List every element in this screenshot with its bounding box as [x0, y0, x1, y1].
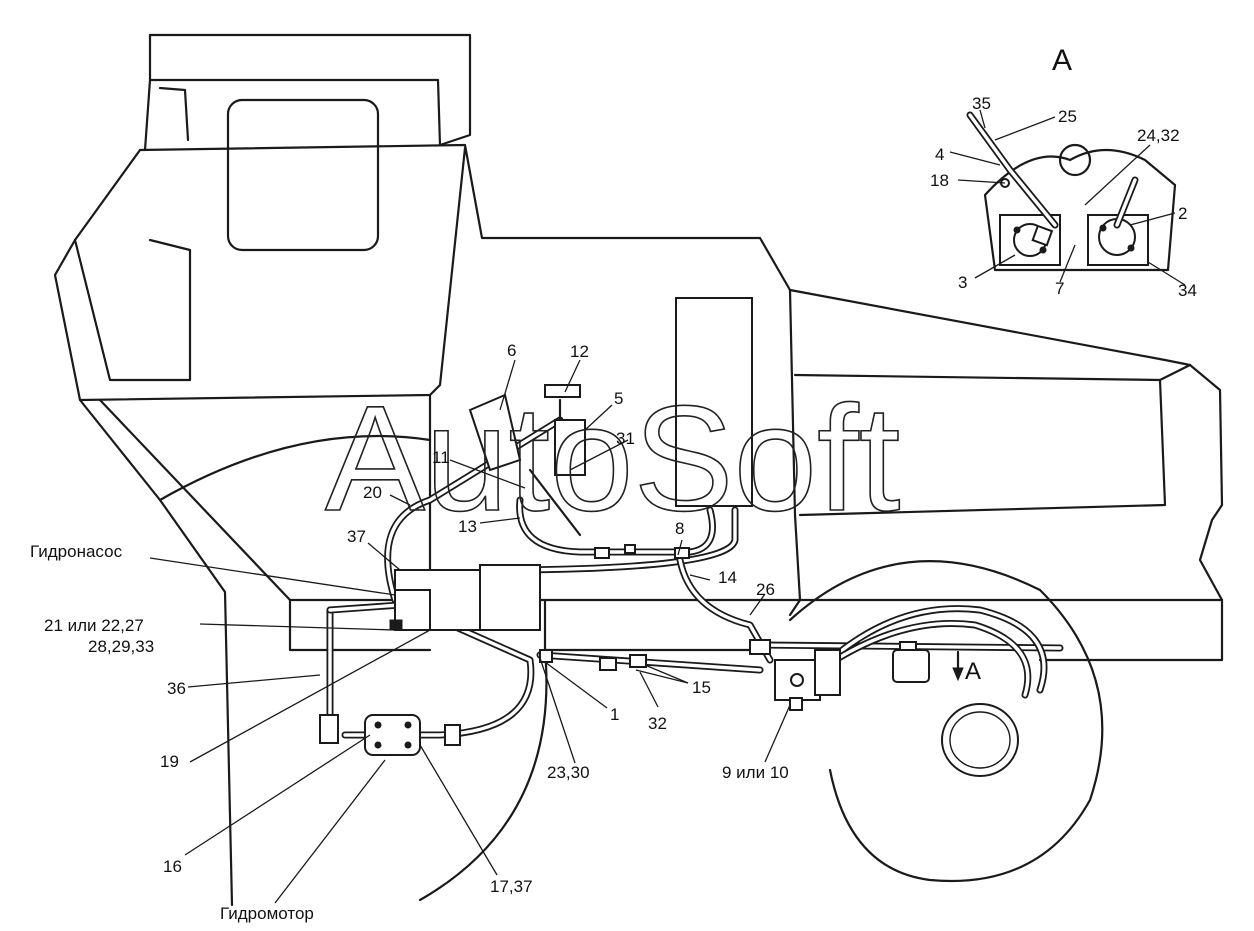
pump-assembly [389, 564, 541, 631]
rear-wheel [788, 560, 1104, 882]
label-13: 13 [458, 517, 477, 536]
label-3: 3 [958, 273, 968, 292]
hydraulic-motor [319, 714, 461, 756]
oil-tank [675, 297, 753, 507]
label-12: 12 [570, 342, 589, 361]
hoses [326, 416, 1064, 739]
label-23-30: 23,30 [547, 763, 590, 782]
label-8: 8 [675, 519, 685, 538]
label-19: 19 [160, 752, 179, 771]
hopper-body [288, 288, 1224, 662]
label-26: 26 [756, 580, 775, 599]
label-1: 1 [610, 705, 620, 724]
label-16: 16 [163, 857, 182, 876]
filter-assembly [468, 384, 586, 537]
view-a-arrow-label: A [965, 658, 982, 685]
label-34: 34 [1178, 281, 1197, 300]
view-a-title: A [1052, 44, 1073, 77]
label-6: 6 [507, 341, 517, 360]
label-2: 2 [1178, 204, 1188, 223]
label-36: 36 [167, 679, 186, 698]
leader-lines [149, 109, 1186, 904]
label-37-top: 37 [347, 527, 366, 546]
label-11: 11 [432, 448, 450, 467]
cab-outline [53, 33, 792, 907]
label-24-32: 24,32 [1137, 126, 1180, 145]
label-20: 20 [363, 483, 382, 502]
view-a-detail [966, 111, 1177, 272]
label-25: 25 [1058, 107, 1077, 126]
control-valve [774, 649, 841, 711]
label-21-22-27: 21 или 22,27 [44, 616, 144, 635]
label-35: 35 [972, 94, 991, 113]
view-a-arrow [952, 650, 964, 682]
label-31: 31 [616, 429, 635, 448]
label-32: 32 [648, 714, 667, 733]
label-14: 14 [718, 568, 737, 587]
front-wheel [158, 434, 548, 902]
label-motor: Гидромотор [220, 904, 314, 923]
label-5: 5 [614, 389, 624, 408]
label-18: 18 [930, 171, 949, 190]
label-7: 7 [1055, 279, 1065, 298]
label-28-29-33: 28,29,33 [88, 637, 155, 656]
watermark: AutoSoft [325, 374, 900, 542]
label-17-37: 17,37 [490, 877, 533, 896]
label-pump: Гидронасос [30, 542, 123, 561]
label-15: 15 [692, 678, 711, 697]
label-4: 4 [935, 145, 945, 164]
label-9-10: 9 или 10 [722, 763, 789, 782]
fittings [539, 544, 930, 683]
